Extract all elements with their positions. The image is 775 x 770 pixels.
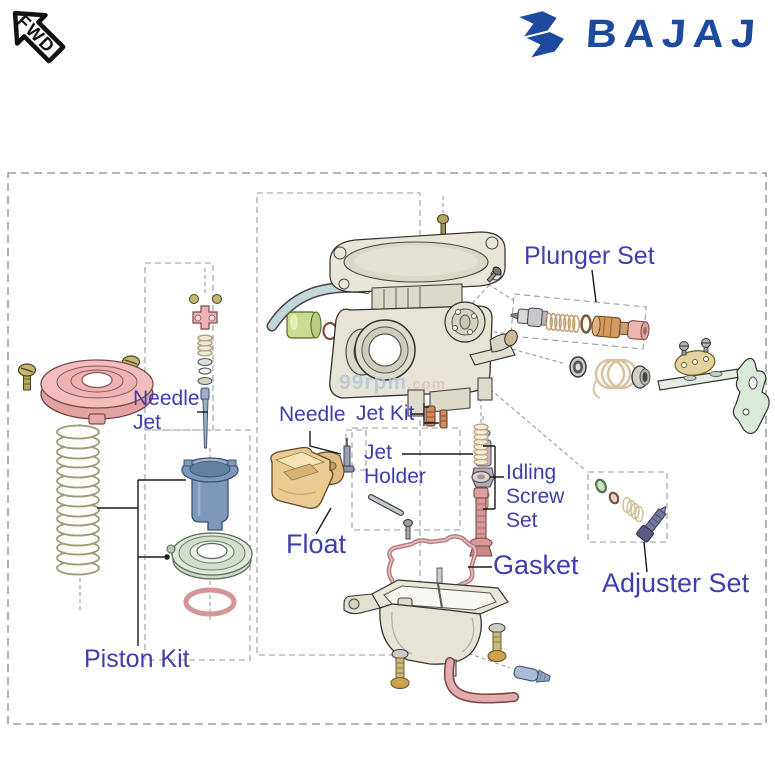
piston-illustration	[181, 457, 239, 531]
needle-jet-parts-illustration	[189, 294, 222, 449]
drain-screw	[513, 665, 551, 683]
part-label-plunger-set: Plunger Set	[524, 242, 655, 270]
adjuster-set-illustration	[594, 478, 667, 543]
brand-name: BAJAJ	[584, 11, 764, 56]
part-label-idling-screw-set: Idling Screw Set	[506, 461, 565, 532]
o-ring-illustration	[183, 587, 237, 617]
solid-leader-lines	[97, 269, 648, 646]
inlet-joint-green	[286, 311, 322, 339]
jet-kit-illustration	[425, 405, 448, 429]
adjuster-set-dashed-box	[587, 471, 668, 543]
bowl-screw-left	[390, 648, 410, 690]
part-label-jet-holder: Jet Holder	[364, 441, 426, 488]
part-label-adjuster-set: Adjuster Set	[602, 568, 750, 598]
part-label-needle-jet: Needle Jet	[133, 387, 200, 434]
part-label-jet-kit: Jet Kit	[356, 402, 415, 425]
carburetor-dashed-box	[256, 192, 421, 656]
inner-dashed-boxes	[144, 192, 668, 661]
part-label-piston-kit: Piston Kit	[84, 645, 190, 673]
butterfly-screws	[679, 338, 711, 356]
part-label-float: Float	[286, 529, 347, 559]
plunger-set-illustration	[510, 307, 650, 341]
bajaj-logo-icon	[519, 11, 564, 58]
watermark-tld: .com	[407, 376, 447, 393]
throttle-shaft-illustration	[569, 338, 770, 435]
brand-header: BAJAJ	[512, 8, 764, 60]
part-label-needle: Needle	[279, 403, 346, 426]
diaphragm-illustration	[166, 532, 253, 580]
watermark: 99rpm.com	[339, 371, 446, 395]
piston-kit-dashed-box	[144, 429, 251, 661]
watermark-site: 99rpm	[339, 371, 408, 394]
float-illustration	[270, 446, 345, 509]
needle-jet-dashed-box	[144, 262, 214, 431]
outer-dashed-border	[7, 172, 767, 725]
piston-spring-illustration	[56, 424, 100, 576]
float-bowl-illustration	[343, 567, 551, 704]
part-label-gasket: Gasket	[493, 550, 579, 580]
leader-dot	[164, 554, 170, 560]
carburetor-body-illustration	[266, 213, 518, 417]
float-pin-and-screw	[368, 494, 413, 540]
top-screw	[436, 213, 450, 235]
plunger-set-dashed-box	[510, 293, 647, 350]
top-cover-illustration	[17, 355, 154, 425]
cover-screw-left	[17, 363, 37, 391]
side-screw	[486, 266, 502, 283]
idling-screw-illustration	[469, 423, 493, 557]
fwd-arrow-badge: FWD	[12, 10, 66, 64]
bowl-screw-right	[487, 622, 507, 663]
